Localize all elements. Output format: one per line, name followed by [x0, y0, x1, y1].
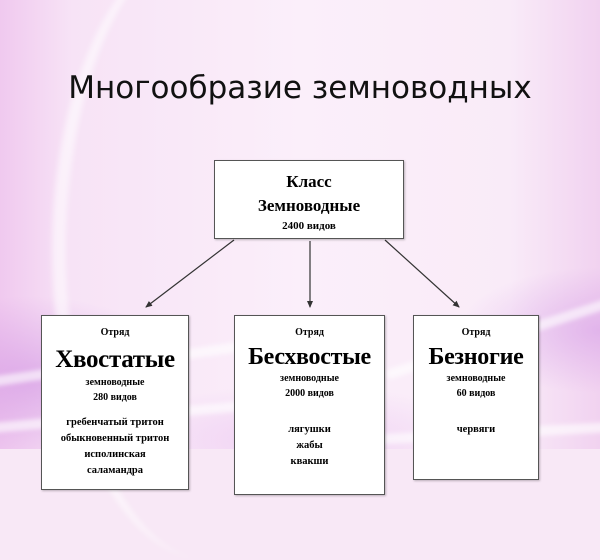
class-label: Класс [286, 172, 332, 191]
class-name: Земноводные [257, 196, 361, 215]
order-label: Отряд [461, 327, 491, 338]
example-item: квакши [290, 456, 329, 467]
order-subtitle: земноводные [85, 377, 145, 388]
arrow-to-apoda [384, 239, 460, 308]
class-count: 2400 видов [282, 220, 336, 232]
order-examples: лягушки жабы квакши [235, 422, 384, 470]
order-label: Отряд [295, 327, 324, 338]
order-count: 60 видов [456, 388, 496, 399]
order-examples: червяги [414, 422, 538, 438]
order-subtitle: земноводные [446, 373, 506, 384]
order-name: Бесхвостые [248, 344, 371, 370]
order-name: Хвостатые [55, 346, 175, 373]
connector-arrows [145, 239, 460, 308]
example-item: лягушки [288, 424, 331, 435]
order-subtitle: земноводные [280, 373, 339, 384]
order-box-apoda: Отряд Безногие земноводные 60 видов черв… [413, 315, 539, 480]
class-box: Класс Земноводные 2400 видов [214, 160, 404, 239]
arrow-to-caudata [145, 239, 235, 308]
order-count: 280 видов [93, 392, 137, 403]
order-count: 2000 видов [285, 388, 334, 399]
order-box-anura: Отряд Бесхвостые земноводные 2000 видов … [234, 315, 385, 495]
order-name: Безногие [428, 344, 524, 370]
example-item: исполинская [84, 449, 146, 460]
example-item: саламандра [86, 465, 144, 476]
order-label: Отряд [100, 327, 130, 338]
slide-title: Многообразие земноводных [68, 70, 532, 106]
order-examples: гребенчатый тритон обыкновенный тритон и… [42, 415, 188, 479]
example-item: жабы [296, 440, 323, 451]
example-item: гребенчатый тритон [66, 417, 164, 428]
example-item: червяги [456, 424, 496, 435]
example-item: обыкновенный тритон [60, 433, 170, 444]
order-box-caudata: Отряд Хвостатые земноводные 280 видов гр… [41, 315, 189, 490]
